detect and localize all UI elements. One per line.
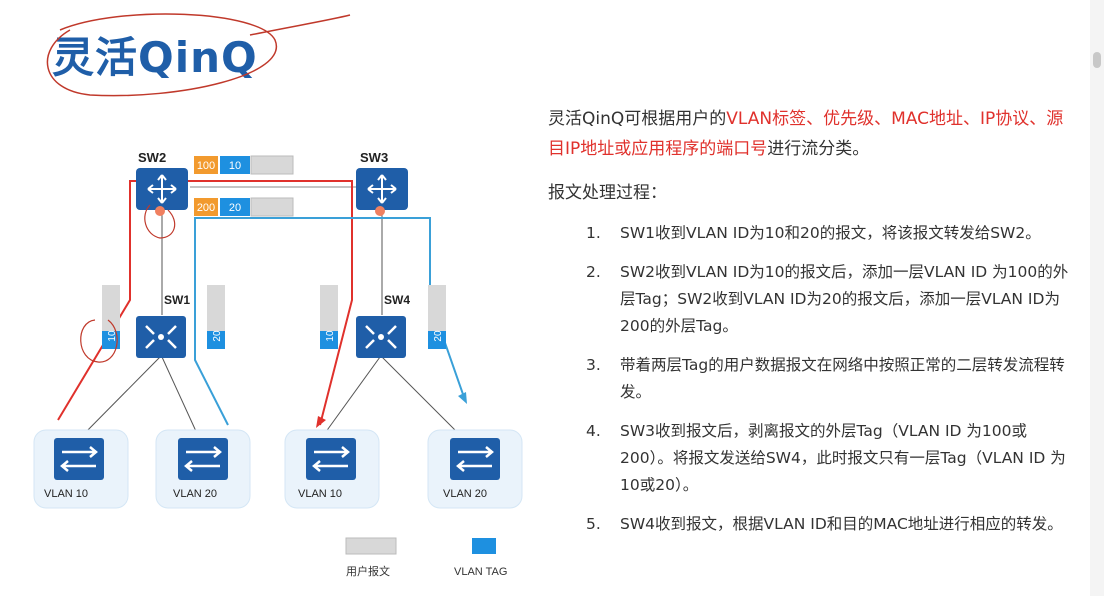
tag200-label: 200 <box>197 202 215 214</box>
intro-part1: 灵活QinQ可根据用户的 <box>548 109 727 129</box>
link-sw1-h2 <box>161 356 201 441</box>
step-number: 1. <box>586 224 601 242</box>
red-arrow-head <box>316 416 326 428</box>
intro-highlight: VLAN标签、优先级、MAC地址、IP协议、源目IP地址或应用程序的端口号 <box>548 109 1064 159</box>
sw4-switch-icon <box>356 316 406 358</box>
scrollbar-thumb[interactable] <box>1093 52 1101 68</box>
sw1-label: SW1 <box>164 293 190 307</box>
tag20-label: 20 <box>229 202 241 214</box>
sw3-label: SW3 <box>360 150 388 165</box>
sw2-port-dot <box>155 206 165 216</box>
sw1-switch-icon <box>136 316 186 358</box>
annotation-circle-sw2 <box>144 204 176 239</box>
qinq-diagram: 100 10 200 20 SW2 SW3 SW1 SW4 10 <box>33 13 523 578</box>
explanation-panel: 灵活QinQ可根据用户的VLAN标签、优先级、MAC地址、IP协议、源目IP地址… <box>548 104 1078 550</box>
step-text: SW3收到报文后，剥离报文的外层Tag（VLAN ID 为100或200）。将报… <box>620 422 1066 494</box>
access-packet-sw4-right: 20 <box>428 285 446 349</box>
annotation-circle-sw1-tag <box>80 319 118 363</box>
link-sw4-h4 <box>381 356 466 441</box>
access-packet-sw4-left: 10 <box>320 285 338 349</box>
host-3: VLAN 10 <box>284 429 380 509</box>
host-1: VLAN 10 <box>33 429 129 509</box>
step-item: 5. SW4收到报文，根据VLAN ID和目的MAC地址进行相应的转发。 <box>548 511 1078 538</box>
page-title: 灵活QinQ <box>52 33 258 82</box>
link-sw4-h3 <box>319 356 381 441</box>
access-tag-sw1-right: 20 <box>212 330 223 342</box>
access-packet-sw1-left: 10 <box>102 285 120 349</box>
host-3-label: VLAN 10 <box>298 488 342 500</box>
intro-paragraph: 灵活QinQ可根据用户的VLAN标签、优先级、MAC地址、IP协议、源目IP地址… <box>548 104 1078 164</box>
legend-user-packet-label: 用户报文 <box>346 564 390 578</box>
step-number: 2. <box>586 263 601 281</box>
host-4-label: VLAN 20 <box>443 488 487 500</box>
blue-arrow-head <box>458 392 467 404</box>
user-packet-top <box>250 155 294 175</box>
vertical-scrollbar[interactable] <box>1090 0 1104 596</box>
step-item: 1. SW1收到VLAN ID为10和20的报文，将该报文转发给SW2。 <box>548 220 1078 247</box>
step-number: 5. <box>586 515 601 533</box>
host-1-label: VLAN 10 <box>44 488 88 500</box>
sw4-label: SW4 <box>384 293 410 307</box>
steps-list: 1. SW1收到VLAN ID为10和20的报文，将该报文转发给SW2。 2. … <box>548 220 1078 538</box>
access-packet-sw1-right: 20 <box>207 285 225 349</box>
sw2-router-icon <box>136 168 188 210</box>
tag20-box <box>220 198 250 216</box>
legend-user-packet-swatch <box>345 537 397 555</box>
step-item: 4. SW3收到报文后，剥离报文的外层Tag（VLAN ID 为100或200）… <box>548 418 1078 499</box>
link-sw1-h1 <box>77 356 161 441</box>
sw3-router-icon <box>356 168 408 210</box>
intro-part2: 进行流分类。 <box>767 139 870 159</box>
step-text: SW1收到VLAN ID为10和20的报文，将该报文转发给SW2。 <box>620 224 1041 242</box>
step-text: SW4收到报文，根据VLAN ID和目的MAC地址进行相应的转发。 <box>620 515 1063 533</box>
tag10-label: 10 <box>229 160 241 172</box>
legend-vlan-tag-swatch <box>472 538 496 554</box>
step-item: 3. 带着两层Tag的用户数据报文在网络中按照正常的二层转发流程转发。 <box>548 352 1078 406</box>
tag100-box <box>194 156 218 174</box>
step-text: SW2收到VLAN ID为10的报文后，添加一层VLAN ID 为100的外层T… <box>620 263 1069 335</box>
tag10-box <box>220 156 250 174</box>
sw3-port-dot <box>375 206 385 216</box>
access-tag-sw1-left: 10 <box>107 330 118 342</box>
tag200-box <box>194 198 218 216</box>
legend-vlan-tag-label: VLAN TAG <box>454 566 507 578</box>
access-tag-sw4-right: 20 <box>433 330 444 342</box>
access-tag-sw4-left: 10 <box>325 330 336 342</box>
annotation-circle-title <box>46 13 351 97</box>
step-text: 带着两层Tag的用户数据报文在网络中按照正常的二层转发流程转发。 <box>620 356 1065 401</box>
step-number: 4. <box>586 422 601 440</box>
process-label: 报文处理过程： <box>548 183 667 203</box>
sw2-label: SW2 <box>138 150 166 165</box>
host-2-label: VLAN 20 <box>173 488 217 500</box>
tag100-label: 100 <box>197 160 215 172</box>
host-4: VLAN 20 <box>427 429 523 509</box>
step-number: 3. <box>586 356 601 374</box>
user-packet-bottom <box>250 197 294 217</box>
host-2: VLAN 20 <box>155 429 251 509</box>
step-item: 2. SW2收到VLAN ID为10的报文后，添加一层VLAN ID 为100的… <box>548 259 1078 340</box>
